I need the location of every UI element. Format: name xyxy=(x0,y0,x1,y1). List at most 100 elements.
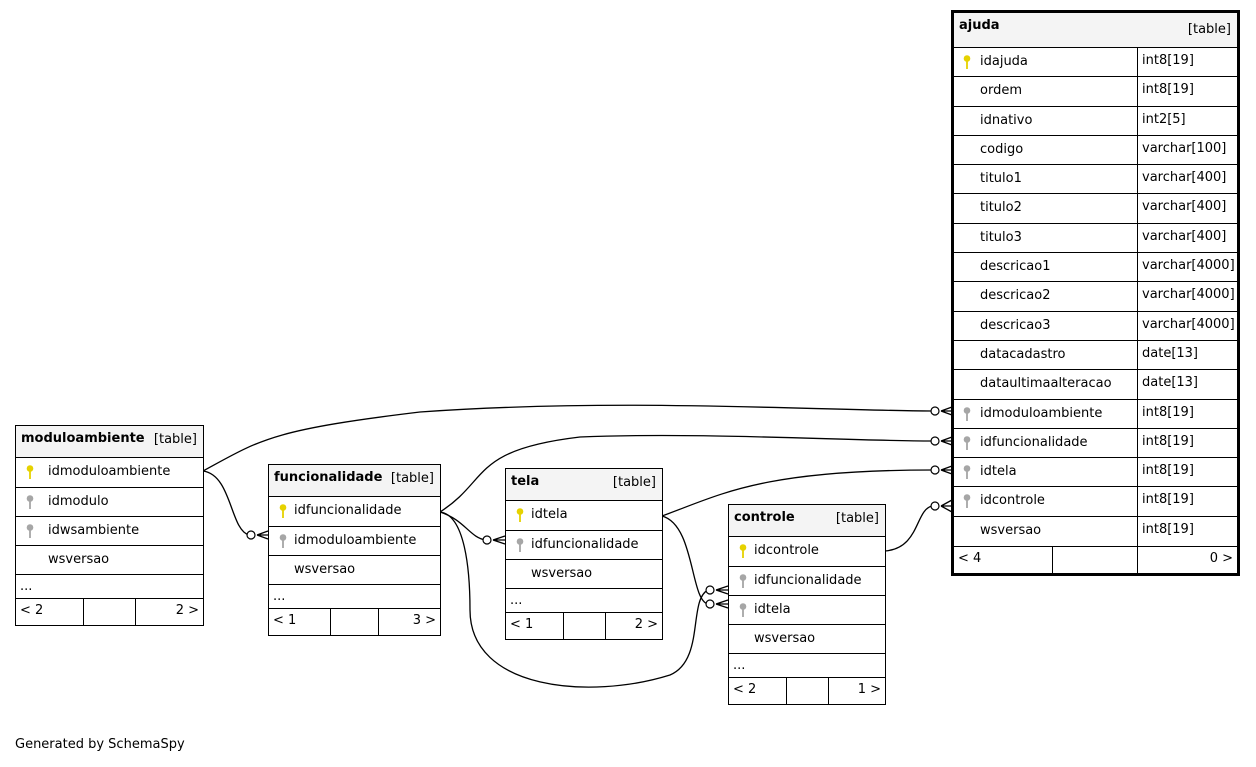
column-row[interactable]: idmoduloambiente xyxy=(16,458,203,488)
column-name: wsversao xyxy=(980,522,1042,538)
foreign-key-icon xyxy=(739,603,747,617)
column-name: descricao2 xyxy=(980,288,1051,304)
table-header[interactable]: ajuda [table] xyxy=(954,13,1237,48)
footer-spacer xyxy=(330,609,379,635)
column-row[interactable]: idmoduloambiente xyxy=(269,527,440,556)
parents-count[interactable]: < 2 xyxy=(733,682,757,697)
table-tela[interactable]: tela [table] idtela idfuncionalidade wsv… xyxy=(505,468,663,640)
children-count[interactable]: 3 > xyxy=(412,613,436,628)
ellipsis: ... xyxy=(20,579,33,594)
table-type-label: [table] xyxy=(390,471,434,486)
children-count[interactable]: 0 > xyxy=(1209,551,1233,567)
column-name: idajuda xyxy=(980,54,1028,69)
foreign-key-icon xyxy=(26,495,34,509)
crowfoot-marker xyxy=(940,499,953,513)
parents-count[interactable]: < 1 xyxy=(273,613,297,628)
table-type-label: [table] xyxy=(612,475,656,490)
column-row[interactable]: idwsambiente xyxy=(16,517,203,546)
column-type: int8[19] xyxy=(1137,487,1237,516)
column-row[interactable]: wsversao xyxy=(269,556,440,585)
column-row[interactable]: idtela int8[19] xyxy=(954,458,1237,488)
primary-key-icon xyxy=(963,55,971,69)
column-name: idmoduloambiente xyxy=(294,533,417,548)
ellipsis: ... xyxy=(733,658,746,673)
column-name: idmoduloambiente xyxy=(980,405,1103,421)
table-controle[interactable]: controle [table] idcontrole idfuncionali… xyxy=(728,504,886,705)
column-row[interactable]: idtela xyxy=(729,596,885,625)
column-type: varchar[4000] xyxy=(1137,282,1237,311)
table-type-label: [table] xyxy=(835,511,879,526)
column-row[interactable]: idmodulo xyxy=(16,488,203,517)
crowfoot-marker xyxy=(940,465,953,475)
table-header[interactable]: controle [table] xyxy=(729,505,885,537)
column-name: descricao1 xyxy=(980,259,1051,275)
table-header[interactable]: tela [table] xyxy=(506,469,662,501)
ellipsis: ... xyxy=(273,589,286,604)
table-header[interactable]: moduloambiente [table] xyxy=(16,426,203,458)
crowfoot-marker xyxy=(940,436,953,446)
column-type: int8[19] xyxy=(1137,428,1237,458)
table-moduloambiente[interactable]: moduloambiente [table] idmoduloambiente … xyxy=(15,425,204,626)
parents-count[interactable]: < 1 xyxy=(510,617,534,632)
footer-spacer xyxy=(1052,547,1138,574)
ellipsis: ... xyxy=(510,593,523,608)
column-row[interactable]: idmoduloambiente int8[19] xyxy=(954,399,1237,429)
column-type: varchar[4000] xyxy=(1137,311,1237,340)
column-type: int8[19] xyxy=(1137,458,1237,487)
column-name: wsversao xyxy=(531,566,593,581)
column-name: titulo1 xyxy=(980,171,1022,187)
optional-marker xyxy=(930,436,940,446)
children-count[interactable]: 2 > xyxy=(634,617,658,632)
table-footer: < 4 0 > xyxy=(954,546,1237,574)
column-name: idtela xyxy=(531,507,568,522)
foreign-key-icon xyxy=(963,465,971,480)
column-row[interactable]: wsversao xyxy=(16,546,203,575)
column-row[interactable]: wsversao xyxy=(506,560,662,589)
column-row[interactable]: wsversao xyxy=(729,625,885,654)
column-row[interactable]: idfuncionalidade xyxy=(269,497,440,527)
table-header[interactable]: funcionalidade [table] xyxy=(269,465,440,497)
column-row[interactable]: descricao2 varchar[4000] xyxy=(954,282,1237,312)
column-row[interactable]: idfuncionalidade xyxy=(729,567,885,596)
column-type: int8[19] xyxy=(1137,399,1237,428)
parents-count[interactable]: < 4 xyxy=(958,551,982,567)
primary-key-icon xyxy=(26,465,34,479)
children-count[interactable]: 1 > xyxy=(857,682,881,697)
column-type: varchar[400] xyxy=(1137,194,1237,223)
column-type: varchar[400] xyxy=(1137,223,1237,253)
children-count[interactable]: 2 > xyxy=(175,603,199,618)
column-name: dataultimaalteracao xyxy=(980,376,1112,392)
foreign-key-icon xyxy=(516,538,524,552)
parents-count[interactable]: < 2 xyxy=(20,603,44,618)
column-name: idcontrole xyxy=(980,493,1045,509)
table-name: controle xyxy=(734,510,795,525)
crowfoot-marker xyxy=(715,599,729,609)
column-name: idmodulo xyxy=(48,494,109,509)
column-name: idtela xyxy=(980,464,1017,480)
column-row[interactable]: idtela xyxy=(506,501,662,531)
column-row[interactable]: idcontrole int8[19] xyxy=(954,487,1237,517)
table-type-label: [table] xyxy=(1187,22,1231,37)
crowfoot-marker xyxy=(492,535,506,545)
column-name: datacadastro xyxy=(980,346,1066,362)
optional-marker xyxy=(246,530,256,540)
table-funcionalidade[interactable]: funcionalidade [table] idfuncionalidade … xyxy=(268,464,441,636)
optional-marker xyxy=(930,465,940,475)
column-row[interactable]: idcontrole xyxy=(729,537,885,567)
column-row[interactable]: idfuncionalidade xyxy=(506,531,662,560)
